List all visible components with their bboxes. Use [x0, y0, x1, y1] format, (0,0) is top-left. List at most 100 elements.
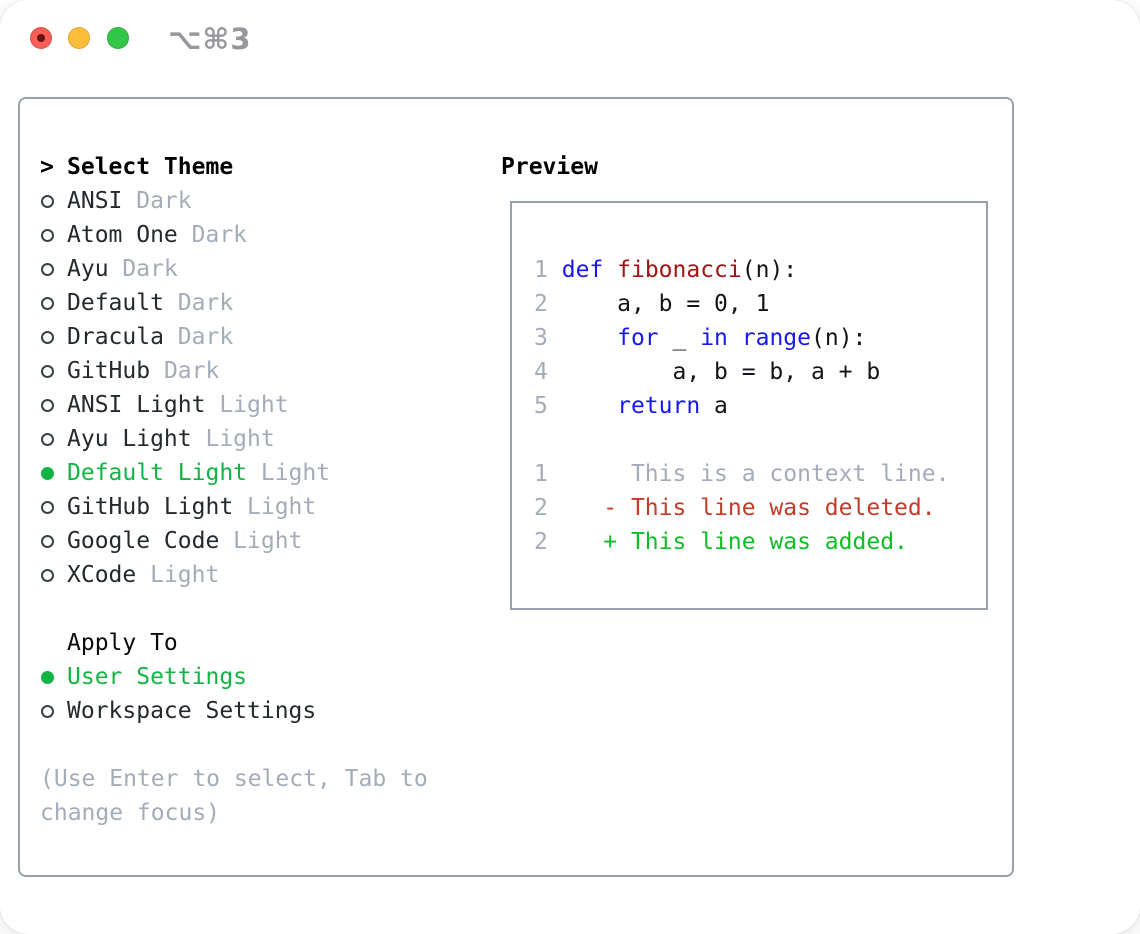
spacer-row — [40, 592, 480, 626]
code-token-fn: fibonacci — [617, 257, 742, 283]
theme-name: Ayu Light — [67, 426, 192, 452]
marker-cell — [40, 694, 67, 728]
diff-line-del: 2 - This line was deleted. — [534, 491, 986, 525]
line-number: 5 — [534, 393, 548, 419]
theme-option-xcode[interactable]: XCode Light — [40, 558, 480, 592]
help-text-line: change focus) — [40, 796, 480, 830]
code-token-pl: (n): — [811, 325, 867, 351]
theme-option-google-code[interactable]: Google Code Light — [40, 524, 480, 558]
theme-variant: Light — [247, 460, 331, 486]
code-token-kw: return — [617, 393, 701, 419]
theme-option-ansi[interactable]: ANSI Dark — [40, 184, 480, 218]
apply-option-workspace-settings[interactable]: Workspace Settings — [40, 694, 480, 728]
line-number: 1 — [534, 257, 548, 283]
theme-name: GitHub — [67, 358, 151, 384]
radio-unselected-icon — [41, 330, 54, 344]
code-token-pl — [548, 393, 617, 419]
window-shortcut-label: ⌥⌘3 — [168, 22, 252, 56]
diff-line-add: 2 + This line was added. — [534, 525, 986, 559]
theme-option-dracula[interactable]: Dracula Dark — [40, 320, 480, 354]
theme-variant: Dark — [122, 188, 192, 214]
marker-cell — [40, 252, 67, 286]
line-number: 4 — [534, 359, 548, 385]
code-token-pl — [548, 257, 562, 283]
marker-cell — [40, 320, 67, 354]
theme-option-ansi-light[interactable]: ANSI Light Light — [40, 388, 480, 422]
radio-unselected-icon — [41, 296, 54, 310]
code-token-pl: _ — [658, 325, 701, 351]
radio-unselected-icon — [41, 568, 54, 582]
theme-name: Dracula — [67, 324, 164, 350]
marker-cell — [40, 354, 67, 388]
theme-name: Default Light — [67, 460, 248, 486]
theme-name: Ayu — [67, 256, 109, 282]
code-token-kw: in — [700, 325, 728, 351]
diff-text-ctx: This is a context line. — [547, 461, 950, 487]
cursor-arrow-icon: > — [40, 154, 54, 180]
line-number: 3 — [534, 325, 548, 351]
radio-unselected-icon — [41, 704, 54, 718]
theme-variant: Light — [136, 562, 220, 588]
theme-variant: Dark — [177, 222, 248, 248]
marker-cell — [40, 524, 67, 558]
line-number: 2 — [534, 495, 548, 521]
theme-name: ANSI Light — [67, 392, 206, 418]
blank-code-line — [534, 423, 986, 457]
diff-text-add: + This line was added. — [547, 529, 908, 555]
theme-variant: Light — [219, 528, 303, 554]
theme-variant: Dark — [163, 324, 234, 350]
help-text-line: (Use Enter to select, Tab to — [40, 762, 480, 796]
marker-cell — [40, 286, 67, 320]
theme-option-ayu[interactable]: Ayu Dark — [40, 252, 480, 286]
code-line: 5 return a — [534, 389, 986, 423]
radio-unselected-icon — [41, 432, 54, 446]
close-button[interactable] — [30, 27, 52, 49]
zoom-button[interactable] — [107, 27, 129, 49]
theme-name: Atom One — [67, 222, 178, 248]
code-token-pl: a, b = b, a + b — [547, 359, 881, 385]
theme-variant: Dark — [163, 290, 234, 316]
marker-cell — [40, 218, 67, 252]
marker-cell — [40, 558, 67, 592]
marker-cell — [40, 184, 67, 218]
code-line: 2 a, b = 0, 1 — [534, 287, 986, 321]
radio-unselected-icon — [41, 228, 54, 242]
select-theme-header: > Select Theme — [40, 150, 480, 184]
line-number: 1 — [534, 461, 548, 487]
theme-option-default-light[interactable]: Default Light Light — [40, 456, 480, 490]
line-number: 2 — [534, 291, 548, 317]
code-token-kw: def — [561, 257, 604, 283]
diff-text-del: - This line was deleted. — [547, 495, 936, 521]
apply-option-user-settings[interactable]: User Settings — [40, 660, 480, 694]
marker-cell — [40, 422, 67, 456]
marker-cell — [40, 490, 67, 524]
apply-to-title: Apply To — [67, 630, 178, 656]
theme-variant: Light — [191, 426, 275, 452]
apply-to-header: Apply To — [40, 626, 480, 660]
minimize-button[interactable] — [68, 27, 90, 49]
code-token-pl: (n): — [741, 257, 798, 283]
code-token-pl: a — [700, 393, 728, 419]
diff-line-ctx: 1 This is a context line. — [534, 457, 986, 491]
help-text: change focus) — [40, 800, 221, 826]
code-line: 4 a, b = b, a + b — [534, 355, 986, 389]
theme-option-github[interactable]: GitHub Dark — [40, 354, 480, 388]
theme-name: Default — [67, 290, 164, 316]
marker-cell — [40, 388, 67, 422]
theme-name: ANSI — [67, 188, 123, 214]
radio-unselected-icon — [41, 500, 54, 514]
theme-option-ayu-light[interactable]: Ayu Light Light — [40, 422, 480, 456]
preview-title: Preview — [501, 154, 598, 180]
theme-option-atom-one[interactable]: Atom One Dark — [40, 218, 480, 252]
theme-option-default[interactable]: Default Dark — [40, 286, 480, 320]
select-theme-title: Select Theme — [67, 154, 234, 180]
code-token-pl: a, b = 0, 1 — [547, 291, 770, 317]
radio-unselected-icon — [41, 194, 54, 208]
code-line: 3 for _ in range(n): — [534, 321, 986, 355]
theme-option-github-light[interactable]: GitHub Light Light — [40, 490, 480, 524]
radio-unselected-icon — [41, 534, 54, 548]
